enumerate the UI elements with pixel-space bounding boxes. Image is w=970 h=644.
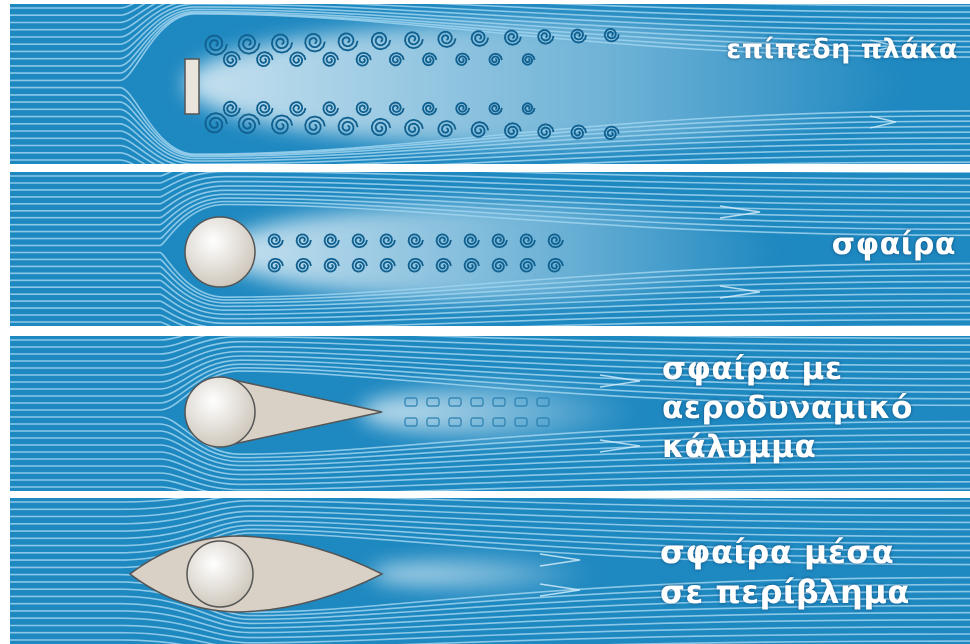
panel-sphere-in-shell: σφαίρα μέσα σε περίβλημα bbox=[10, 498, 970, 644]
panel-sphere-with-fairing: σφαίρα με αεροδυναμικό κάλυμμα bbox=[10, 336, 970, 491]
label-line: επίπεδη πλάκα bbox=[726, 34, 958, 65]
streamline bbox=[10, 172, 970, 176]
label-sphere-in-shell: σφαίρα μέσα σε περίβλημα bbox=[660, 532, 910, 612]
flat-plate-icon bbox=[185, 59, 199, 114]
vortex-icon bbox=[205, 36, 227, 55]
label-line: σφαίρα με bbox=[662, 350, 913, 389]
label-sphere: σφαίρα bbox=[832, 227, 956, 262]
label-sphere-with-fairing: σφαίρα με αεροδυναμικό κάλυμμα bbox=[662, 350, 913, 467]
sphere-icon bbox=[187, 541, 253, 607]
wake-region bbox=[370, 560, 600, 588]
streamline bbox=[10, 172, 970, 190]
sphere-flow-diagram bbox=[10, 172, 970, 326]
panel-sphere: σφαίρα bbox=[10, 172, 970, 326]
label-line: αεροδυναμικό bbox=[662, 389, 913, 428]
label-flat-plate: επίπεδη πλάκα bbox=[726, 34, 958, 65]
label-line: σε περίβλημα bbox=[660, 572, 910, 612]
label-line: σφαίρα μέσα bbox=[660, 532, 910, 572]
sphere-icon bbox=[185, 217, 255, 287]
sphere-icon bbox=[185, 377, 255, 447]
flat-plate-flow-diagram bbox=[10, 4, 970, 164]
label-line: σφαίρα bbox=[832, 227, 956, 262]
vortex-icon bbox=[205, 113, 227, 132]
panel-flat-plate: επίπεδη πλάκα bbox=[10, 4, 970, 164]
label-line: κάλυμμα bbox=[662, 428, 913, 467]
